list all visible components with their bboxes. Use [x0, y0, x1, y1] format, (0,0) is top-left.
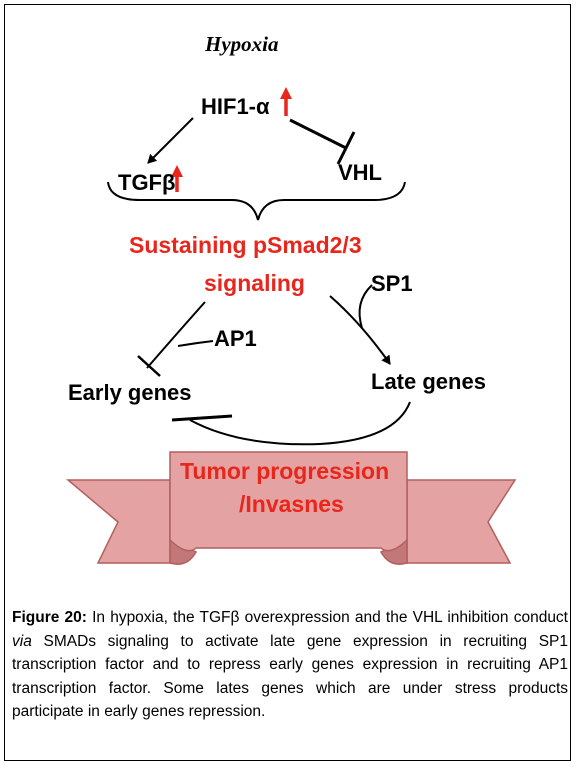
late-represses-early	[171, 401, 411, 446]
figure-caption: Figure 20: In hypoxia, the TGFβ overexpr…	[12, 606, 568, 724]
caption-emphasis: via	[12, 632, 32, 650]
signaling-inhibits-early	[137, 301, 206, 377]
vhl-label: VHL	[338, 160, 382, 185]
banner-right-tail	[406, 479, 517, 564]
curly-brace	[107, 181, 406, 221]
tumor-progression-banner	[65, 451, 517, 565]
pathway-label-line1: Sustaining pSmad2/3	[129, 232, 362, 258]
banner-text-line1: Tumor progression	[180, 458, 390, 484]
pathway-label-line2: signaling	[204, 270, 305, 296]
hif-inhibits-vhl	[289, 118, 356, 165]
ap1-label: AP1	[214, 326, 257, 351]
hypoxia-title: Hypoxia	[205, 32, 279, 56]
caption-label: Figure 20:	[12, 609, 87, 626]
early-genes-label: Early genes	[68, 380, 192, 405]
banner-main	[169, 451, 408, 552]
hif1a-label: HIF1-α	[201, 94, 270, 119]
tgfb-label: TGFβ	[118, 170, 176, 195]
pathway-diagram	[65, 87, 517, 565]
banner-left-tail	[65, 479, 171, 564]
sp1-connector	[358, 284, 373, 329]
hif-up-arrow-icon	[280, 87, 292, 116]
caption-text-part2: SMADs signaling to activate late gene ex…	[12, 632, 568, 721]
sp1-label: SP1	[371, 271, 413, 296]
late-genes-label: Late genes	[371, 369, 486, 394]
figure-frame	[4, 4, 571, 761]
tgfb-up-arrow-icon	[171, 165, 183, 192]
banner-text-line2: /Invasnes	[239, 491, 344, 517]
hif-to-tgfb-arrow	[147, 117, 194, 164]
caption-text-part1: In hypoxia, the TGFβ overexpression and …	[86, 609, 568, 626]
ap1-connector	[177, 340, 214, 347]
